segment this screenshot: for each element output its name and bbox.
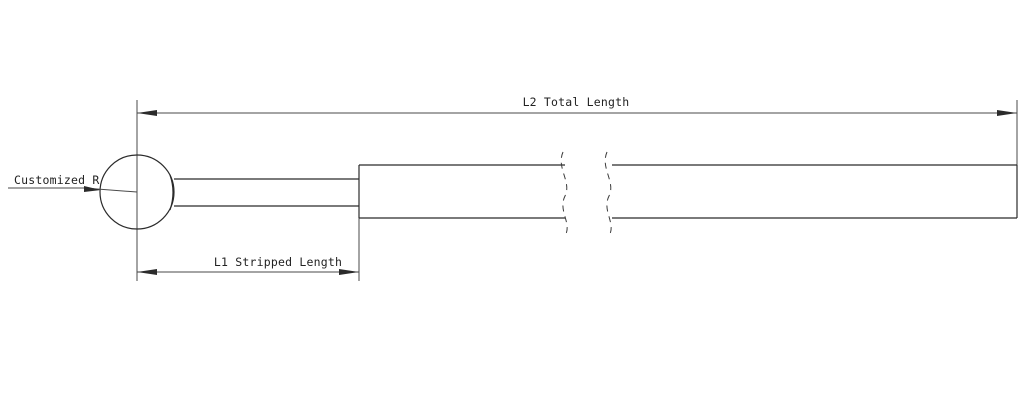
total-length-label: L2 Total Length [523, 95, 630, 109]
customized-radius-arrow [84, 186, 101, 192]
stripped-length-label: L1 Stripped Length [214, 255, 342, 269]
total-length-dimension: L2 Total Length [137, 95, 1017, 116]
insulated-cable-body [358, 164, 1018, 219]
stripped-length-dimension: L1 Stripped Length [137, 255, 359, 275]
break-line-right [604, 151, 612, 235]
stripped-conductor [169, 174, 359, 211]
stripped-length-right-arrow [339, 269, 359, 275]
customized-radius-label: Customized R [14, 173, 99, 187]
customized-radius-callout: Customized R [8, 173, 138, 193]
stripped-length-left-arrow [137, 269, 157, 275]
total-length-right-arrow [997, 110, 1017, 116]
break-line-left [560, 151, 568, 235]
total-length-left-arrow [137, 110, 157, 116]
ball-end [99, 154, 175, 230]
